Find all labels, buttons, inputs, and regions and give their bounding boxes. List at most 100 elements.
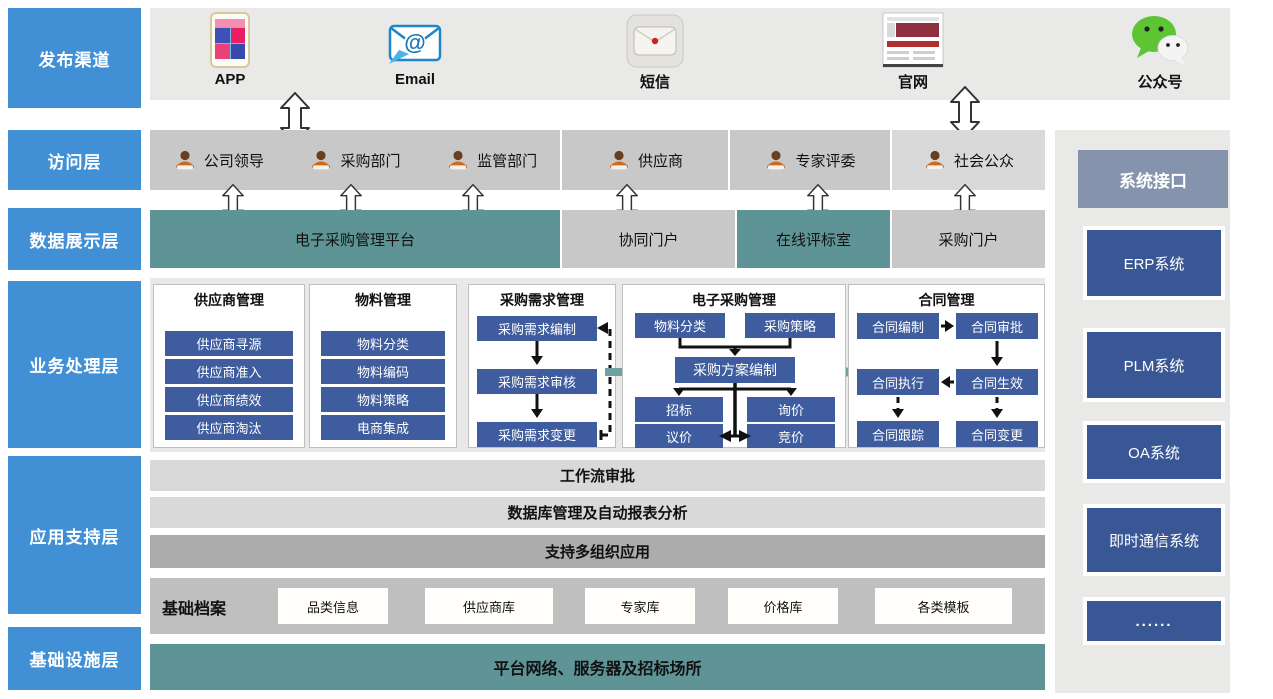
card-demand-management: 采购需求管理 采购需求编制 采购需求审核 采购需求变更	[468, 284, 616, 448]
access-section-experts: 专家评委	[730, 130, 890, 190]
archive-box: 供应商库	[425, 588, 553, 624]
card-title: 采购需求管理	[500, 292, 584, 308]
person-icon	[609, 150, 629, 170]
system-interface-panel: 系统接口 ERP系统 PLM系统 OA系统 即时通信系统 ......	[1055, 130, 1230, 693]
archive-box: 各类模板	[875, 588, 1012, 624]
person-icon	[767, 150, 786, 170]
channel-label: APP	[214, 71, 246, 88]
module: 合同执行	[857, 369, 939, 395]
publish-channels-strip	[150, 8, 1230, 100]
portal-collaboration: 协同门户	[562, 210, 735, 268]
module: 竞价	[747, 424, 835, 448]
module: 采购需求审核	[477, 369, 597, 394]
role-label: 监管部门	[477, 152, 538, 170]
module: 电商集成	[321, 415, 445, 440]
person-icon	[925, 150, 945, 170]
role-label: 专家评委	[795, 152, 856, 170]
support-row-database: 数据库管理及自动报表分析	[150, 497, 1045, 528]
card-title: 合同管理	[918, 292, 975, 308]
basic-archives-row: 基础档案 品类信息 供应商库 专家库 价格库 各类模板	[150, 578, 1045, 634]
module: 采购方案编制	[675, 357, 795, 383]
support-row-multi-org: 支持多组织应用	[150, 535, 1045, 568]
module: 合同审批	[956, 313, 1038, 339]
module: 物料分类	[635, 313, 725, 338]
card-supplier-management: 供应商管理 供应商寻源 供应商准入 供应商绩效 供应商淘汰	[153, 284, 305, 448]
module: 采购策略	[745, 313, 835, 338]
infrastructure-bar: 平台网络、服务器及招标场所	[150, 644, 1045, 690]
layer-data-display: 数据展示层	[8, 208, 141, 270]
basic-archives-label: 基础档案	[162, 601, 227, 618]
interface-oa: OA系统	[1083, 421, 1225, 483]
demand-flow-arrows	[531, 322, 612, 440]
channel-label: 公众号	[1137, 74, 1183, 91]
email-icon: @	[388, 24, 442, 64]
module: 供应商淘汰	[165, 415, 293, 440]
portal-online-bid-room: 在线评标室	[737, 210, 890, 268]
module: 供应商绩效	[165, 387, 293, 412]
module: 招标	[635, 397, 723, 422]
channel-label: 短信	[639, 74, 670, 91]
module: 询价	[747, 397, 835, 422]
person-icon	[175, 150, 195, 170]
module: 议价	[635, 424, 723, 448]
role-supplier: 供应商	[607, 150, 683, 171]
layer-access: 访问层	[8, 130, 141, 190]
channel-email: @ Email	[360, 10, 470, 88]
interface-im: 即时通信系统	[1083, 504, 1225, 576]
archive-box: 专家库	[585, 588, 695, 624]
channel-label: Email	[394, 71, 436, 88]
layer-publish-channels: 发布渠道	[8, 8, 141, 108]
channel-wechat: 公众号	[1105, 10, 1215, 92]
layer-app-support: 应用支持层	[8, 456, 141, 614]
interface-more: ......	[1083, 597, 1225, 645]
interface-plm: PLM系统	[1083, 328, 1225, 402]
role-procurement-dept: 采购部门	[309, 150, 400, 171]
channel-label: 官网	[897, 74, 928, 91]
access-section-public: 社会公众	[892, 130, 1045, 190]
module: 合同生效	[956, 369, 1038, 395]
role-supervision-dept: 监管部门	[446, 150, 537, 171]
person-icon	[448, 150, 468, 170]
portal-eprocurement-platform: 电子采购管理平台	[150, 210, 560, 268]
support-row-workflow: 工作流审批	[150, 460, 1045, 491]
access-section-internal: 公司领导 采购部门 监管部门	[150, 130, 560, 190]
module: 合同变更	[956, 421, 1038, 447]
role-label: 社会公众	[953, 152, 1014, 170]
archive-box: 价格库	[728, 588, 838, 624]
app-icon	[210, 12, 250, 68]
module: 物料编码	[321, 359, 445, 384]
module: 供应商准入	[165, 359, 293, 384]
person-icon	[312, 150, 331, 170]
module: 物料策略	[321, 387, 445, 412]
channel-website: 官网	[858, 10, 968, 92]
interface-erp: ERP系统	[1083, 226, 1225, 300]
layer-business: 业务处理层	[8, 281, 141, 448]
svg-text:@: @	[404, 30, 425, 55]
layer-infrastructure: 基础设施层	[8, 627, 141, 690]
portal-procurement: 采购门户	[892, 210, 1045, 268]
card-title: 电子采购管理	[692, 292, 776, 308]
role-public: 社会公众	[923, 150, 1014, 171]
role-label: 采购部门	[340, 152, 401, 170]
archive-box: 品类信息	[278, 588, 388, 624]
card-title: 供应商管理	[194, 292, 264, 308]
module: 采购需求变更	[477, 422, 597, 447]
role-company-leaders: 公司领导	[173, 150, 264, 171]
website-icon	[882, 12, 944, 68]
role-expert-judges: 专家评委	[764, 150, 856, 171]
contract-flow-arrows	[892, 320, 1003, 418]
module: 采购需求编制	[477, 316, 597, 341]
channel-app: APP	[175, 10, 285, 88]
module: 合同跟踪	[857, 421, 939, 447]
module: 合同编制	[857, 313, 939, 339]
channel-sms: 短信	[600, 10, 710, 92]
card-material-management: 物料管理 物料分类 物料编码 物料策略 电商集成	[309, 284, 457, 448]
access-section-supplier: 供应商	[562, 130, 728, 190]
card-contract-management: 合同管理 合同编制 合同审批 合同执行 合同生效 合同跟踪 合同变更	[848, 284, 1045, 448]
role-label: 公司领导	[203, 152, 264, 170]
module: 供应商寻源	[165, 331, 293, 356]
card-eprocurement-management: 电子采购管理 物料分类 采购策略 采购方案编制 招标 询价 议价 竞价	[622, 284, 846, 448]
sms-icon	[626, 14, 684, 68]
card-title: 物料管理	[355, 292, 411, 308]
